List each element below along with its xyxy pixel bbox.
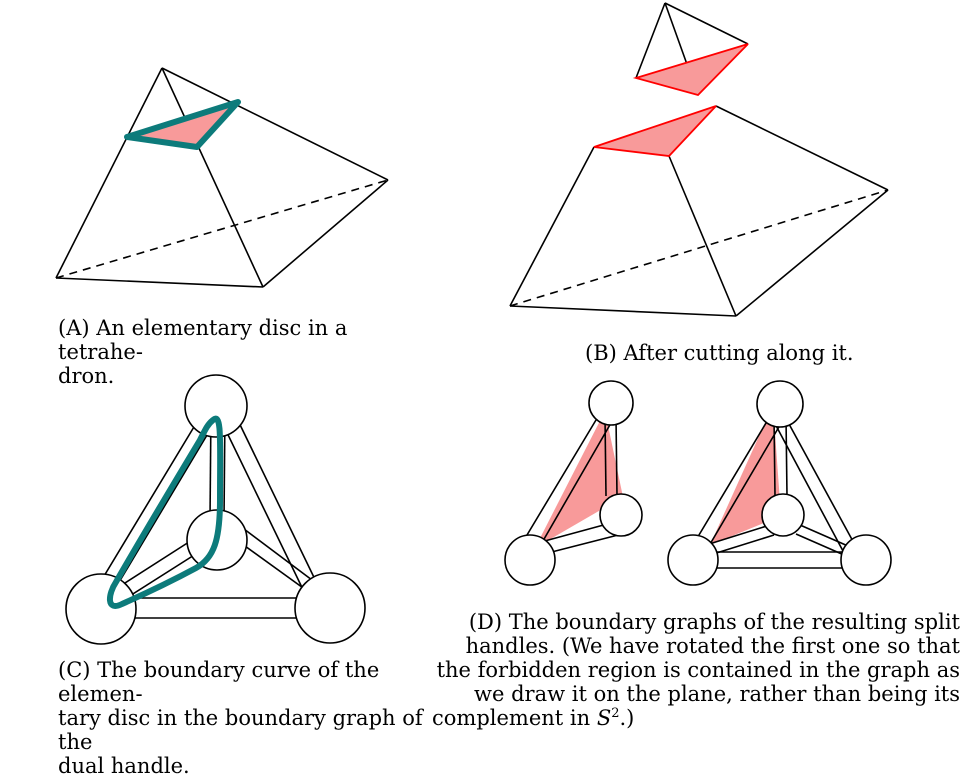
caption-d: (D) The boundary graphs of the resulting… <box>432 610 960 730</box>
caption-d-text-line3: the forbidden region is contained in the… <box>436 658 960 682</box>
panel-d1-vertex-center <box>599 493 643 537</box>
panel-d2-vertex-top <box>756 380 804 428</box>
panel-d2-vertex-right <box>840 534 892 586</box>
panel-b-top-disc <box>632 43 749 97</box>
panel-d2-vertex-left <box>667 534 719 586</box>
panel-c-vertex-left <box>65 573 137 645</box>
caption-a: (A) An elementary disc in a tetrahe- dro… <box>58 316 388 388</box>
caption-d-label: D <box>477 610 494 634</box>
caption-d-text-line1: The boundary graphs of the resulting spl… <box>508 610 960 634</box>
panel-d-graph-1 <box>504 380 643 586</box>
figure-canvas <box>55 2 892 645</box>
caption-d-text-line4: we draw it on the plane, rather than bei… <box>474 682 960 706</box>
caption-d-text-line5-post: .) <box>619 706 635 730</box>
panel-c-vertex-right <box>294 572 366 644</box>
panel-d-graph-2 <box>667 380 892 586</box>
panel-c-boundary-curve <box>107 415 224 609</box>
panel-c-vertex-top <box>184 374 248 438</box>
caption-a-text-line1: An elementary disc in a tetrahe- <box>58 316 348 364</box>
panel-b-frustum <box>509 105 889 317</box>
caption-c-text-line2: tary disc in the boundary graph of the <box>58 706 423 754</box>
caption-b-label: B <box>593 341 609 365</box>
panel-a-elementary-disc <box>124 99 241 150</box>
panel-d2-vertex-center <box>761 493 805 537</box>
caption-d-symbol: S <box>596 706 612 730</box>
caption-d-text-line2: handles. (We have rotated the first one … <box>465 634 960 658</box>
caption-c: (C) The boundary curve of the elemen- ta… <box>58 658 428 778</box>
caption-c-text-line3: dual handle. <box>58 754 190 778</box>
panel-d1-vertex-bottom <box>504 534 556 586</box>
caption-d-text-line5-pre: complement in <box>432 706 597 730</box>
caption-c-text-line1: The boundary curve of the elemen- <box>58 658 380 706</box>
caption-b-text: After cutting along it. <box>623 341 854 365</box>
caption-a-label: A <box>66 316 82 340</box>
panel-b-bottom-disc <box>593 105 717 157</box>
caption-d-exponent: 2 <box>611 706 620 721</box>
panel-a-tetrahedron <box>55 67 389 288</box>
panel-d1-vertex-top <box>588 380 634 426</box>
caption-c-label: C <box>66 658 83 682</box>
caption-a-text-line2: dron. <box>58 364 115 388</box>
caption-b: (B) After cutting along it. <box>585 341 854 365</box>
